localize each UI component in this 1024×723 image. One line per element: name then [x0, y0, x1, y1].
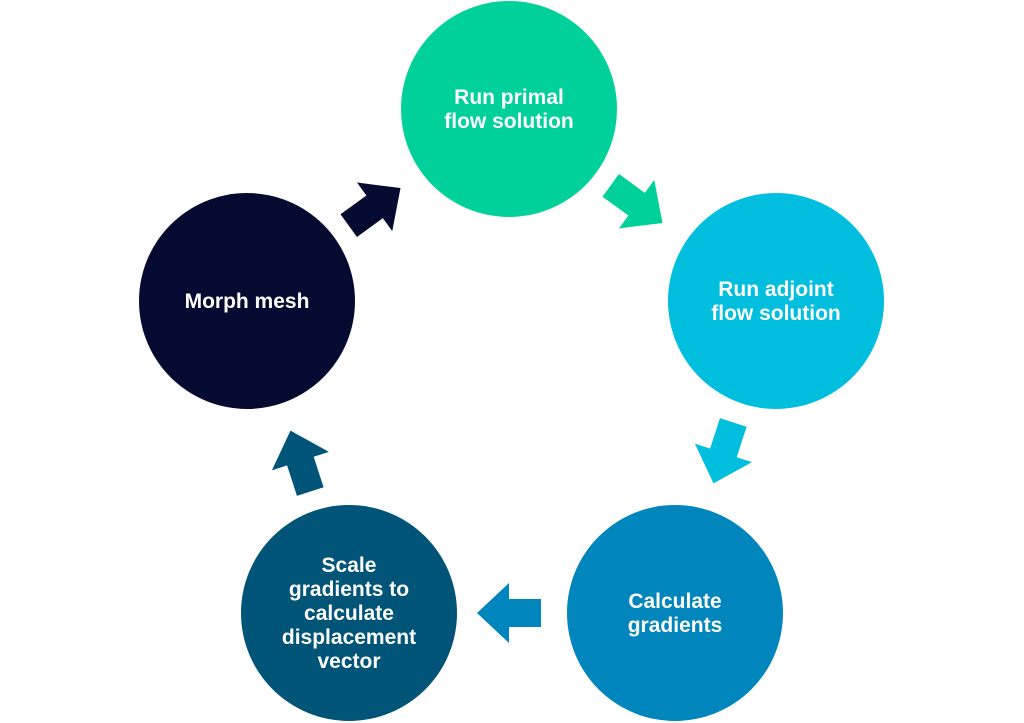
step-morph-label-line: Morph mesh	[185, 290, 310, 313]
step-scale-label-line: vector	[317, 650, 380, 673]
step-gradients-label-line: gradients	[628, 614, 723, 637]
step-gradients-circle	[567, 505, 783, 721]
arrow-primal-to-adjoint	[602, 174, 663, 229]
step-adjoint-circle	[668, 193, 884, 409]
step-scale-label-line: displacement	[282, 626, 416, 649]
step-scale-label-line: Scale	[322, 554, 377, 577]
arrow-adjoint-to-gradients	[694, 418, 752, 484]
arrow-gradients-to-scale	[477, 583, 541, 643]
arrow-scale-to-morph	[271, 430, 329, 496]
step-scale-circle	[241, 505, 457, 721]
step-primal-label-line: flow solution	[444, 110, 573, 133]
step-primal-circle	[401, 1, 617, 217]
step-adjoint-label-line: Run adjoint	[718, 278, 833, 301]
step-morph-label: Morph mesh	[185, 290, 310, 313]
step-primal-label-line: Run primal	[454, 86, 564, 109]
step-morph-circle	[139, 193, 355, 409]
arrows-layer	[271, 174, 752, 643]
step-morph: Morph mesh	[139, 193, 355, 409]
arrow-morph-to-primal	[340, 182, 401, 237]
step-scale-label-line: gradients to	[289, 578, 409, 601]
step-scale-label-line: calculate	[304, 602, 394, 625]
step-adjoint-label-line: flow solution	[711, 302, 840, 325]
step-gradients-label-line: Calculate	[628, 590, 721, 613]
